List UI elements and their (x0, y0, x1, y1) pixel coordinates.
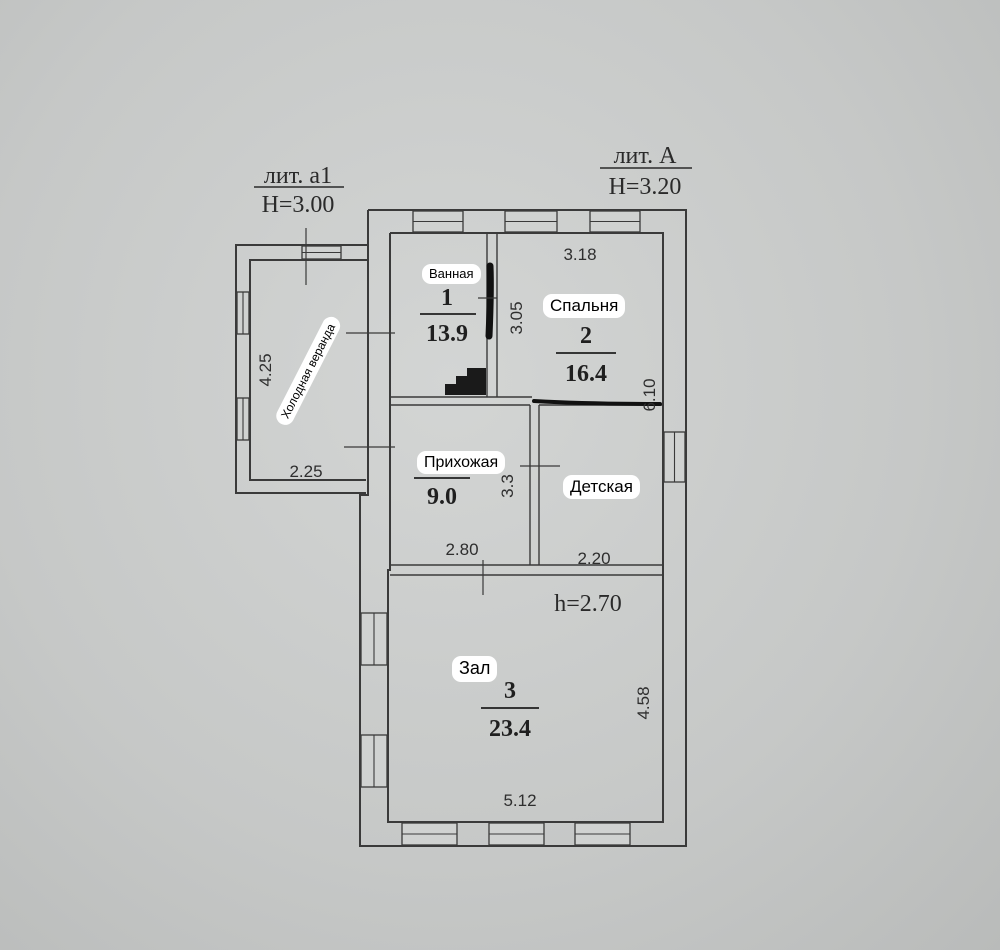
room-bedroom-tag: 2 16.4 (556, 323, 616, 387)
lit-a1-height: H=3.00 (262, 192, 335, 218)
dim-2-80: 2.80 (445, 540, 478, 559)
room-bath-tag: 1 13.9 (420, 285, 476, 347)
room-bedroom-area: 16.4 (565, 361, 607, 387)
dim-2-20: 2.20 (577, 549, 610, 568)
dim-3-3: 3.3 (498, 474, 517, 498)
dimension-ticks (305, 228, 560, 595)
lit-a-header: лит. A H=3.20 (600, 143, 692, 200)
room-living-number: 3 (504, 678, 516, 704)
room-label-bath: Ванная (422, 264, 481, 284)
room-label-kids: Детская (563, 475, 640, 500)
stairs-icon (445, 368, 486, 395)
veranda-walls (235, 244, 368, 494)
dim-5-12: 5.12 (503, 791, 536, 810)
dim-3-18: 3.18 (563, 245, 596, 264)
room-label-living: Зал (452, 656, 498, 682)
room-hall-tag: 9.0 (414, 477, 470, 510)
lit-a1-name: лит. a1 (264, 163, 332, 189)
room-bath-number: 1 (441, 285, 453, 311)
lit-a-height: H=3.20 (609, 174, 682, 200)
lit-a-name: лит. A (614, 143, 678, 169)
dim-6-10: 6.10 (640, 378, 659, 411)
dim-4-58: 4.58 (634, 686, 653, 719)
room-label-hall: Прихожая (417, 451, 506, 475)
main-building-walls (359, 209, 687, 847)
dimension-labels: 3.18 3.05 6.10 4.25 2.25 3.3 2.80 2.20 4… (256, 245, 659, 810)
room-bedroom-number: 2 (580, 323, 592, 349)
marker-lines (485, 262, 662, 406)
room-bath-area: 13.9 (426, 321, 468, 347)
dim-4-25: 4.25 (256, 353, 275, 386)
ceiling-height: h=2.70 (554, 591, 622, 617)
room-hall-area: 9.0 (427, 484, 457, 510)
dim-3-05: 3.05 (507, 301, 526, 334)
room-living-area: 23.4 (489, 716, 531, 742)
dim-2-25: 2.25 (289, 462, 322, 481)
lit-a1-header: лит. a1 H=3.00 (254, 163, 344, 218)
room-living-tag: 3 23.4 (481, 678, 539, 742)
room-label-bedroom: Спальня (543, 294, 626, 319)
windows (236, 210, 686, 846)
